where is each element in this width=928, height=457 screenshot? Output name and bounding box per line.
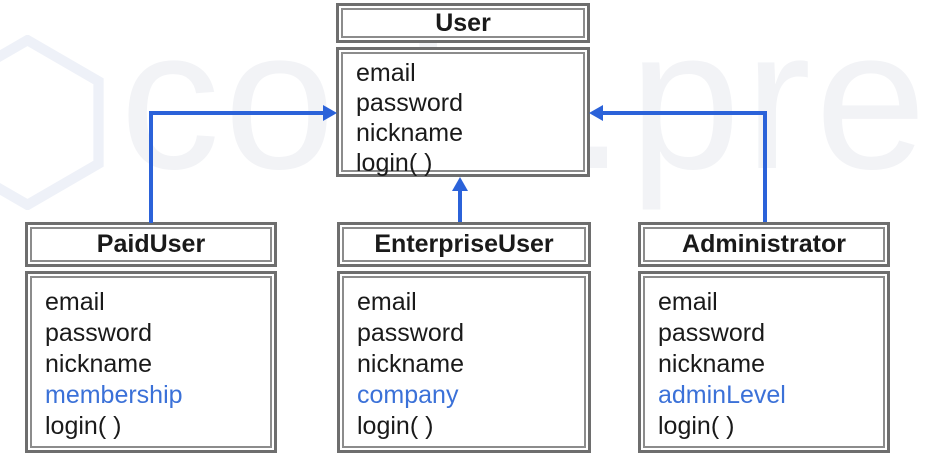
class-attribute-highlighted: adminLevel — [658, 381, 786, 409]
watermark-hexagon-icon — [0, 34, 115, 215]
class-attribute: password — [357, 319, 464, 347]
class-body-user: email password nickname login( ) — [336, 47, 590, 177]
class-name: Administrator — [682, 230, 846, 258]
class-name: User — [435, 8, 491, 37]
class-name: PaidUser — [96, 230, 206, 258]
class-title-user: User — [336, 3, 590, 43]
class-method: login( ) — [357, 412, 434, 440]
class-attribute: email — [357, 288, 417, 316]
arrowhead-right-icon — [323, 105, 337, 121]
arrowhead-up-icon — [452, 177, 468, 191]
class-attribute: password — [356, 89, 463, 117]
arrow-segment-horizontal — [603, 111, 767, 115]
class-title-enterpriseuser: EnterpriseUser — [337, 222, 591, 267]
class-attribute: nickname — [45, 350, 152, 378]
arrow-segment-vertical — [763, 111, 767, 222]
arrow-segment-horizontal — [149, 111, 325, 115]
class-attribute-highlighted: membership — [45, 381, 183, 409]
class-attribute: email — [45, 288, 105, 316]
class-attribute: password — [658, 319, 765, 347]
class-attribute: nickname — [658, 350, 765, 378]
class-attribute: password — [45, 319, 152, 347]
class-title-paiduser: PaidUser — [25, 222, 277, 267]
class-method: login( ) — [45, 412, 122, 440]
class-title-administrator: Administrator — [638, 222, 890, 267]
class-attribute: nickname — [356, 119, 463, 147]
class-attribute: email — [356, 59, 416, 87]
arrow-segment-vertical — [458, 190, 462, 222]
arrow-segment-vertical — [149, 111, 153, 223]
class-name: EnterpriseUser — [374, 230, 554, 258]
class-body-enterpriseuser: email password nickname company login( ) — [337, 271, 591, 453]
class-body-administrator: email password nickname adminLevel login… — [638, 271, 890, 453]
class-attribute-highlighted: company — [357, 381, 459, 409]
class-attribute: nickname — [357, 350, 464, 378]
class-attribute: email — [658, 288, 718, 316]
arrowhead-left-icon — [589, 105, 603, 121]
class-method: login( ) — [356, 149, 433, 177]
class-method: login( ) — [658, 412, 735, 440]
class-body-paiduser: email password nickname membership login… — [25, 271, 277, 453]
